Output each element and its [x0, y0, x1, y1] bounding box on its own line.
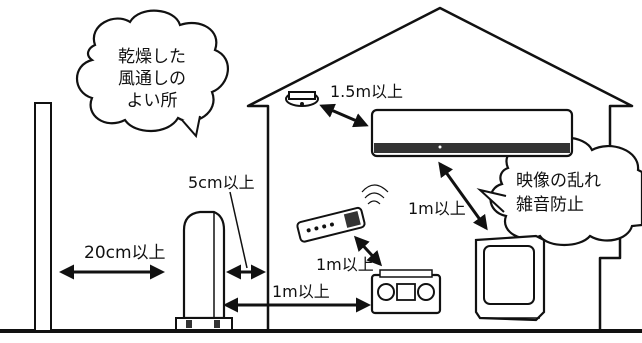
label-wall-20cm: 20cm以上	[84, 243, 166, 263]
cloud-interference-line-1: 映像の乱れ	[516, 171, 601, 191]
house-outline	[246, 6, 634, 331]
smoke-detector-icon	[285, 91, 319, 107]
label-remote-1m: 1m以上	[316, 255, 374, 274]
cloud-dry-line-2: 風通しの	[118, 69, 186, 89]
tv-icon	[474, 234, 546, 322]
cloud-dry-line-1: 乾燥した	[118, 47, 186, 67]
arrow-ac-tv	[438, 161, 488, 231]
label-smoke-1-5m: 1.5m以上	[330, 82, 403, 101]
label-pillar-5cm: 5cm以上	[188, 173, 255, 192]
cloud-interference-line-2: 雑音防止	[516, 195, 584, 215]
cloud-bubble-dry: 乾燥した 風通しの よい所	[76, 9, 229, 139]
cloud-dry-line-3: よい所	[127, 91, 178, 111]
signal-waves	[361, 184, 389, 205]
remote-control-icon	[296, 206, 366, 243]
left-wall	[34, 102, 52, 332]
label-tv-1m: 1m以上	[408, 199, 466, 218]
air-conditioner-icon	[370, 108, 574, 158]
label-radio-1m: 1m以上	[272, 282, 330, 301]
leader-pillar-5cm	[229, 191, 248, 269]
radio-icon	[370, 269, 442, 315]
arrow-remote-radio	[353, 235, 383, 267]
outdoor-unit-icon	[175, 210, 233, 331]
arrow-smoke-ac	[319, 103, 369, 128]
